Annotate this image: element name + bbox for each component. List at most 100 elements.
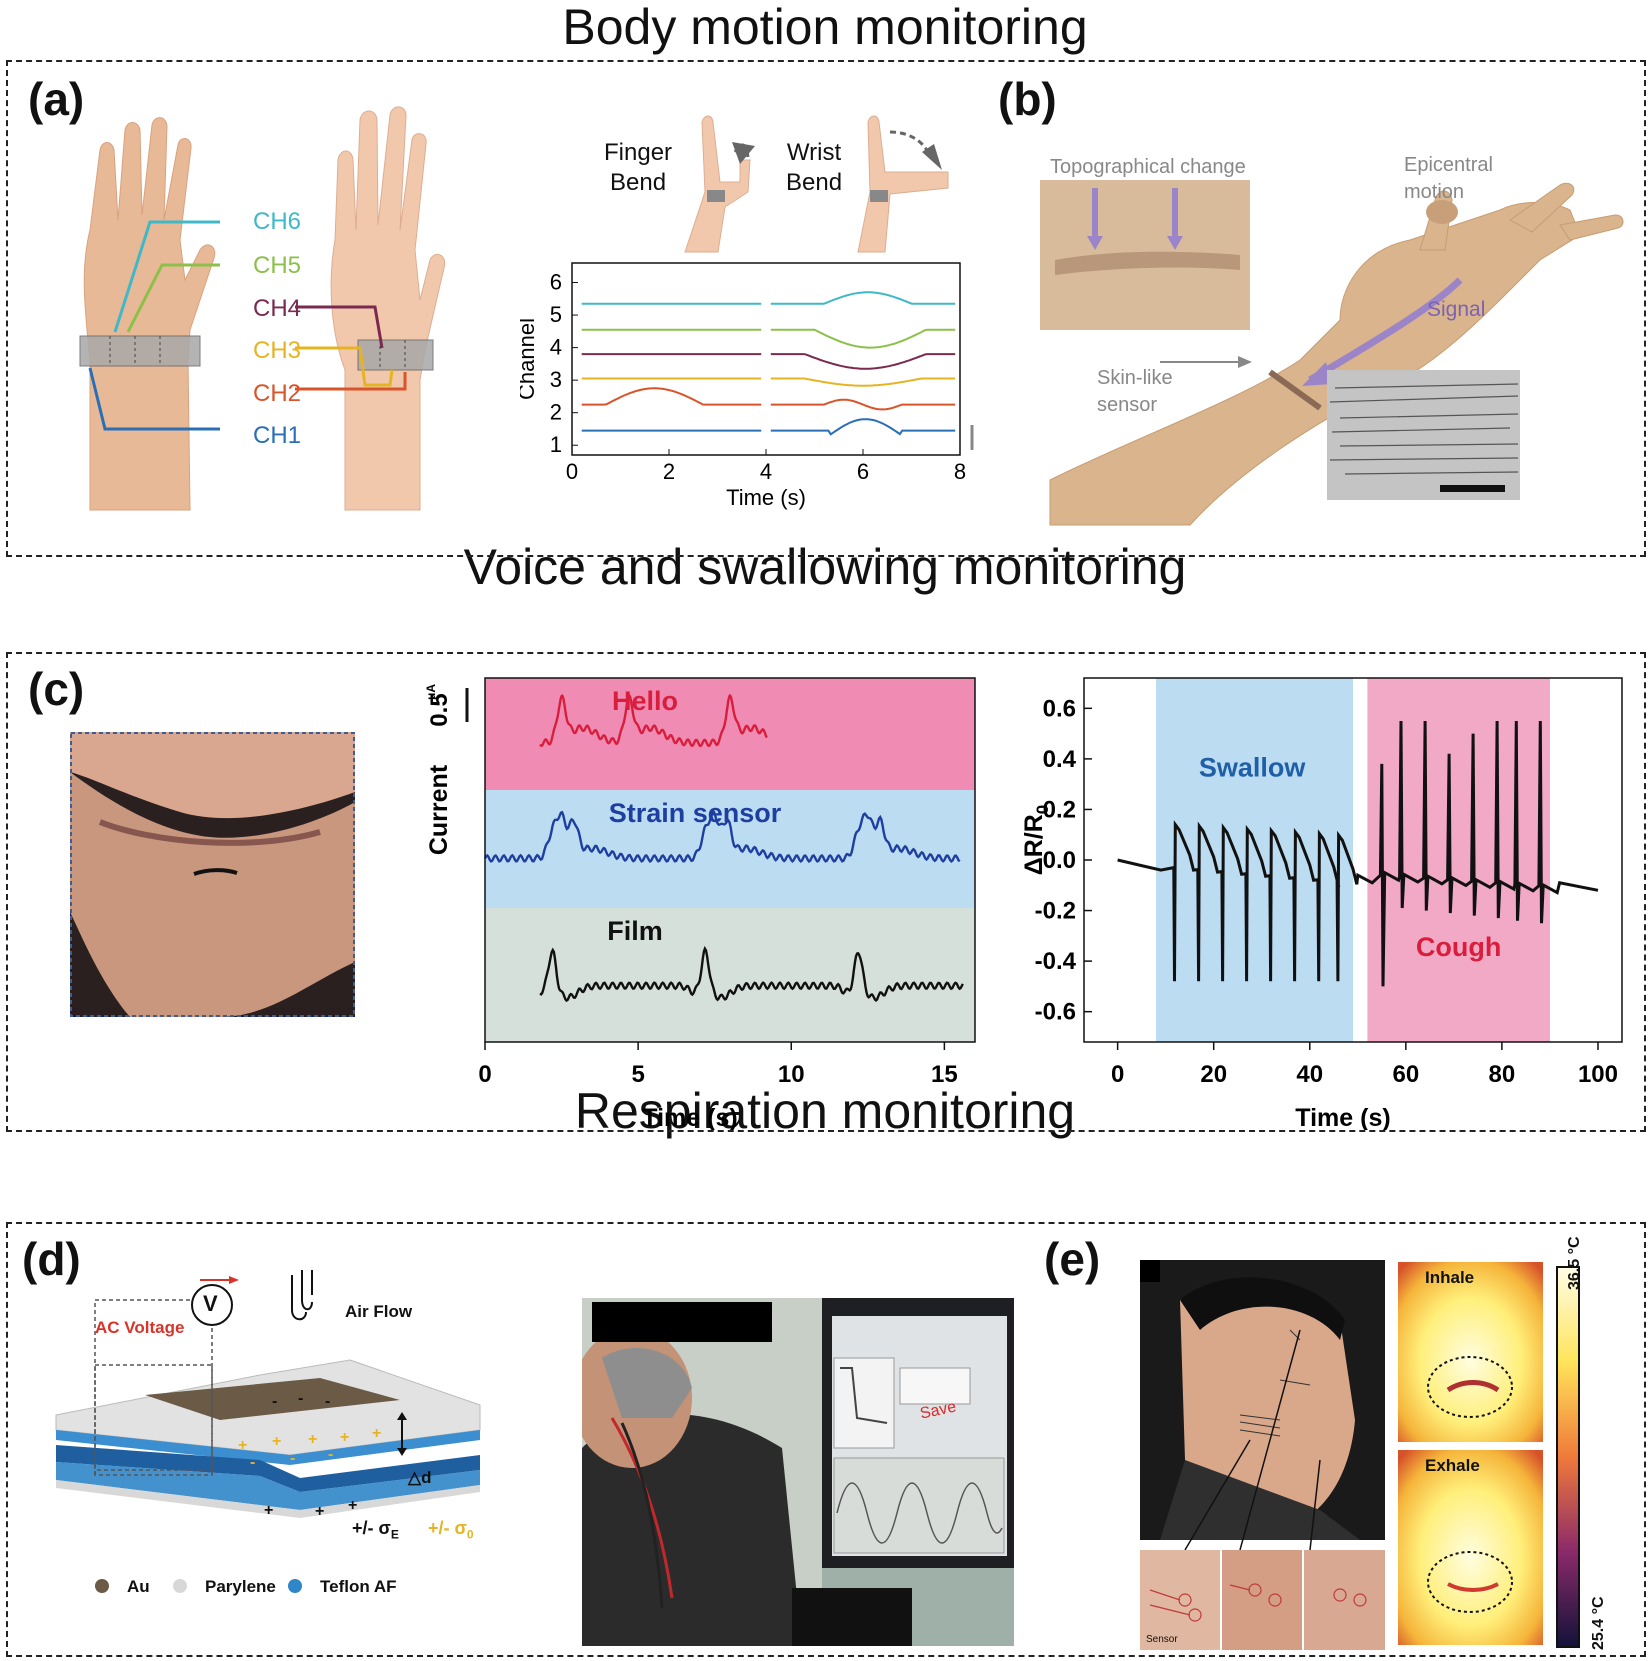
y-axis-label: ΔR/R0 <box>1020 805 1052 876</box>
section-title-respiration: Respiration monitoring <box>574 1083 1076 1139</box>
exhale-label: Exhale <box>1425 1456 1480 1475</box>
sigma-e-subscript: E <box>390 1527 399 1542</box>
air-flow-icon <box>291 1270 313 1321</box>
legend-au: Au <box>127 1577 150 1596</box>
x-tick-label: 2 <box>663 459 675 484</box>
x-tick-label: 5 <box>631 1061 644 1088</box>
svg-text:+: + <box>264 1502 273 1519</box>
finger-bend-line2: Bend <box>609 169 667 196</box>
epicentral-line2: motion <box>1404 181 1465 203</box>
sensor-label: Sensor <box>1146 1634 1178 1645</box>
epicentral-motion-label: Epicentral motion <box>1404 152 1493 206</box>
sigma-e-text: +/- σ <box>352 1518 391 1538</box>
bend-gesture-illustrations <box>684 115 949 253</box>
svg-text:+: + <box>238 1437 247 1454</box>
label-strain-sensor: Strain sensor <box>609 798 782 828</box>
svg-text:-: - <box>290 1450 295 1467</box>
plot-frame <box>571 262 961 456</box>
y-axis-label: Channel <box>520 318 539 400</box>
panel-label-b: (b) <box>998 73 1057 125</box>
temp-low-label: 25.4 °C <box>1590 1596 1607 1650</box>
ch2-label: CH2 <box>253 380 302 407</box>
y-tick-label: -0.4 <box>1035 948 1077 975</box>
swallow-region-label: Swallow <box>1199 753 1307 783</box>
wristband-back <box>79 335 201 367</box>
skin-like-sensor-label: Skin-like sensor <box>1097 365 1173 419</box>
section-title-voice: Voice and swallowing monitoring <box>463 539 1187 595</box>
frame-respiration <box>6 1222 1646 1657</box>
x-tick-label: 60 <box>1392 1061 1419 1088</box>
ch5-label: CH5 <box>253 252 302 279</box>
y-tick-label: 6 <box>550 270 562 295</box>
frame-voice <box>6 652 1646 1132</box>
x-tick-label: 80 <box>1489 1061 1516 1088</box>
svg-text:+: + <box>315 1503 324 1520</box>
region-cough <box>1367 678 1550 1042</box>
x-tick-label: 6 <box>857 459 869 484</box>
resistance-trace <box>1117 720 1599 987</box>
svg-text:-: - <box>328 1446 333 1463</box>
wrist-bend-line2: Bend <box>786 169 843 196</box>
series-ch5-line <box>770 328 956 349</box>
panel-label-e: (e) <box>1044 1233 1101 1285</box>
skin-like-line1: Skin-like <box>1097 367 1173 389</box>
x-tick-label: 100 <box>1578 1061 1618 1088</box>
y-tick-label: 4 <box>550 335 562 360</box>
x-axis-label: Time (s) <box>726 485 806 510</box>
svg-text:+: + <box>348 1497 357 1514</box>
band-strain-sensor <box>485 790 975 908</box>
section-title-body-motion: Body motion monitoring <box>562 0 1088 55</box>
panel-a-hands-illustration <box>79 106 446 511</box>
plot-frame <box>484 677 976 1043</box>
ch6-label: CH6 <box>253 208 302 235</box>
x-tick-label: 0 <box>478 1061 491 1088</box>
temperature-colorbar <box>1556 1266 1580 1648</box>
y-tick-label: 2 <box>550 400 562 425</box>
panel-label-a: (a) <box>28 73 85 125</box>
sigma-e-label: +/- σE <box>352 1518 399 1542</box>
y-tick-label: 3 <box>550 367 562 392</box>
finger-bend-line1: Finger <box>604 139 673 166</box>
legend-teflon-dot <box>288 1579 302 1593</box>
series-film-line <box>539 945 964 1003</box>
inhale-label: Inhale <box>1425 1268 1475 1287</box>
ch4-label: CH4 <box>253 295 302 322</box>
finger-bend-label: Finger Bend <box>604 138 672 198</box>
ch3-label: CH3 <box>253 337 302 364</box>
ch5-connector <box>126 263 220 333</box>
neck-photo <box>70 732 355 1017</box>
y-tick-label: 1 <box>550 432 562 457</box>
scale-value: 0.5 <box>426 693 453 726</box>
wristband-palm <box>357 339 434 371</box>
back-of-hand-illustration <box>83 117 216 511</box>
y-tick-label: 0.4 <box>1043 746 1077 773</box>
ch1-connector <box>88 367 220 431</box>
cough-region-label: Cough <box>1416 932 1501 962</box>
series-hello-line <box>539 693 768 748</box>
sigma-0-text: +/- σ <box>428 1518 467 1538</box>
respiration-test-photo <box>582 1298 1014 1646</box>
label-hello: Hello <box>612 686 678 716</box>
x-axis-label: Time (s) <box>642 1104 737 1130</box>
svg-text:-: - <box>298 1390 303 1407</box>
voltmeter-label: V <box>203 1291 218 1316</box>
delta-d-label: △d <box>408 1468 432 1487</box>
svg-text:-: - <box>325 1393 330 1410</box>
series-ch3-line <box>770 377 956 387</box>
panel-b-arm-illustration <box>1040 140 1630 530</box>
ch2-connector <box>295 372 407 391</box>
series-ch1-line <box>770 418 956 436</box>
ac-voltage-label: AC Voltage <box>95 1318 185 1337</box>
band-film <box>485 908 975 1042</box>
panel-label-c: (c) <box>28 663 85 715</box>
sem-micrograph-inset <box>1327 370 1520 500</box>
x-tick-label: 20 <box>1200 1061 1227 1088</box>
frame-body-motion <box>6 60 1646 557</box>
ch6-connector <box>113 220 220 333</box>
wrist-bend-label: Wrist Bend <box>786 138 842 198</box>
y-tick-label: 0.0 <box>1043 847 1076 874</box>
x-tick-label: 15 <box>931 1061 958 1088</box>
svg-text:+: + <box>308 1431 317 1448</box>
